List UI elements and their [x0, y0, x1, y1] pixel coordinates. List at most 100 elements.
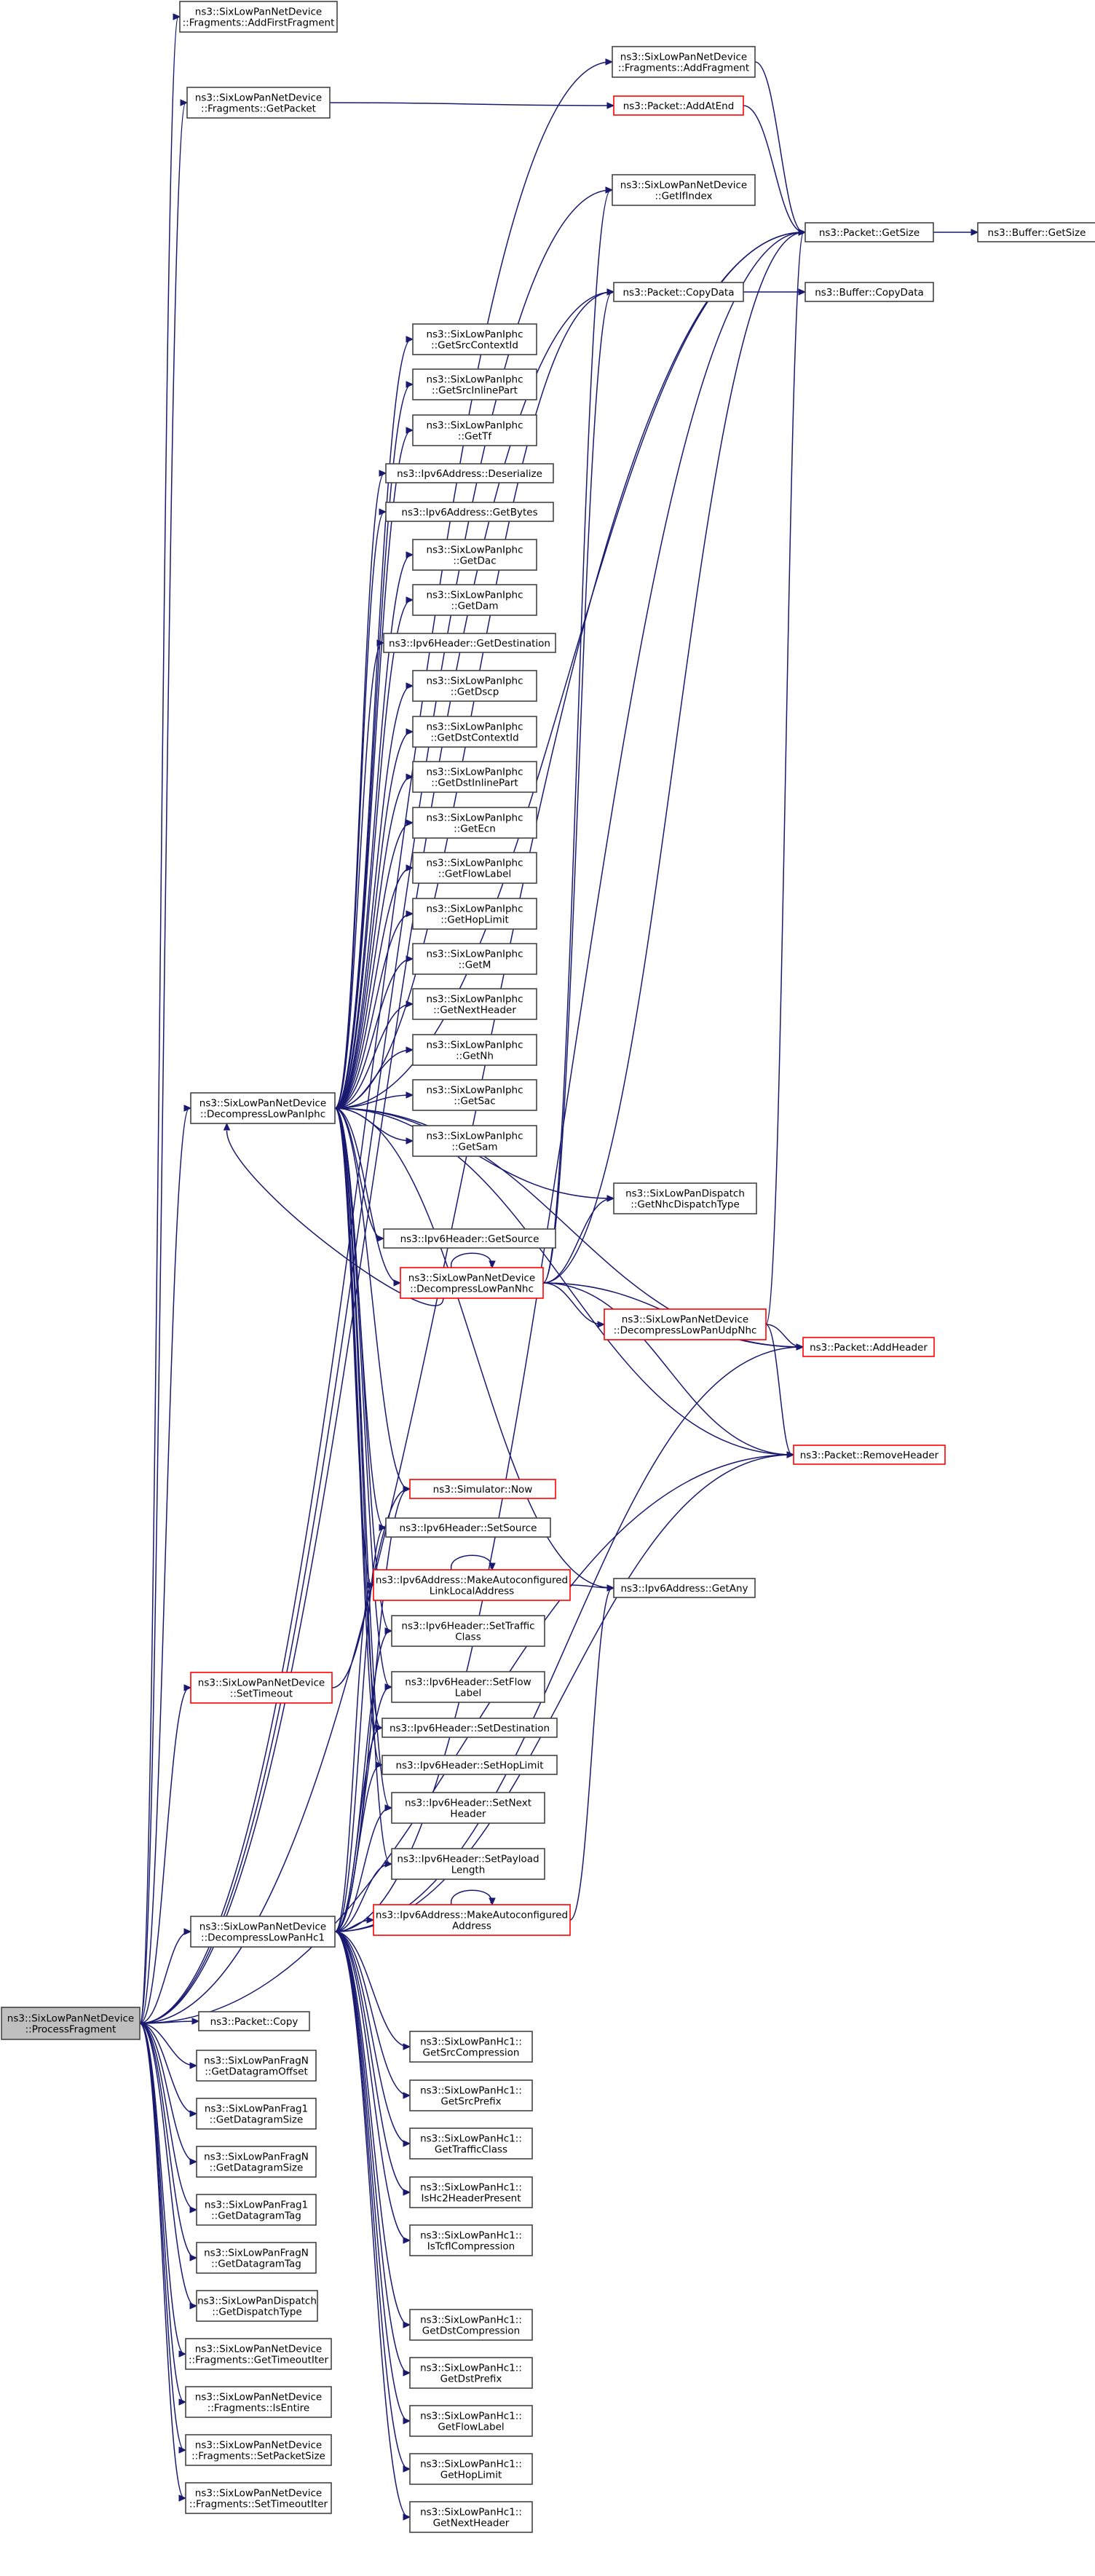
node-get-nhc-dispatch-type[interactable]: ns3::SixLowPanDispatch::GetNhcDispatchTy… — [613, 1182, 757, 1214]
node-box — [412, 368, 537, 400]
node-get-ecn[interactable]: ns3::SixLowPanIphc::GetEcn — [412, 807, 537, 839]
node-get-dscp[interactable]: ns3::SixLowPanIphc::GetDscp — [412, 670, 537, 702]
node-make-auto-addr[interactable]: ns3::Ipv6Address::MakeAutoconfiguredAddr… — [373, 1904, 571, 1936]
node-get-src-prefix[interactable]: ns3::SixLowPanHc1::GetSrcPrefix — [409, 2079, 533, 2111]
node-process-fragment[interactable]: ns3::SixLowPanNetDevice::ProcessFragment — [1, 2007, 141, 2040]
node-decompress-low-pan-nhc[interactable]: ns3::SixLowPanNetDevice::DecompressLowPa… — [400, 1267, 544, 1299]
node-is-hc2-header-present[interactable]: ns3::SixLowPanHc1::IsHc2HeaderPresent — [409, 2176, 533, 2208]
node-packet-get-size[interactable]: ns3::Packet::GetSize — [805, 222, 934, 242]
node-label: ::GetDac — [453, 556, 496, 567]
node-frag1-get-datagram-tag[interactable]: ns3::SixLowPanFrag1::GetDatagramTag — [196, 2194, 317, 2226]
node-hc1-get-flow-label[interactable]: ns3::SixLowPanHc1::GetFlowLabel — [409, 2405, 533, 2437]
node-hdr-get-destination[interactable]: ns3::Ipv6Header::GetDestination — [383, 633, 556, 653]
edge-decompress-low-pan-hc1-to-set-payload-length — [334, 1863, 391, 1932]
node-is-tcfl-compression[interactable]: ns3::SixLowPanHc1::IsTcflCompression — [409, 2224, 533, 2256]
node-add-fragment[interactable]: ns3::SixLowPanNetDevice::Fragments::AddF… — [612, 46, 756, 78]
node-get-dst-prefix[interactable]: ns3::SixLowPanHc1::GetDstPrefix — [409, 2357, 533, 2389]
node-buffer-copy-data[interactable]: ns3::Buffer::CopyData — [805, 282, 934, 302]
node-set-timeout-iter[interactable]: ns3::SixLowPanNetDevice::Fragments::SetT… — [185, 2482, 332, 2514]
node-get-src-compression[interactable]: ns3::SixLowPanHc1::GetSrcCompression — [409, 2031, 533, 2063]
node-set-timeout[interactable]: ns3::SixLowPanNetDevice::SetTimeout — [190, 1672, 333, 1704]
node-label: IsTcflCompression — [427, 2241, 515, 2253]
node-make-link-local[interactable]: ns3::Ipv6Address::MakeAutoconfiguredLink… — [373, 1569, 571, 1601]
node-frag-nget-datagram-offset[interactable]: ns3::SixLowPanFragN::GetDatagramOffset — [196, 2050, 317, 2082]
node-get-if-index[interactable]: ns3::SixLowPanNetDevice::GetIfIndex — [612, 174, 756, 206]
node-set-packet-size[interactable]: ns3::SixLowPanNetDevice::Fragments::SetP… — [185, 2434, 332, 2466]
node-frag-nget-datagram-size[interactable]: ns3::SixLowPanFragN::GetDatagramSize — [196, 2146, 317, 2178]
node-hc1-get-hop-limit[interactable]: ns3::SixLowPanHc1::GetHopLimit — [409, 2453, 533, 2485]
node-label: ns3::SixLowPanIphc — [426, 374, 523, 386]
edge-decompress-low-pan-iphc-to-decompress-low-pan-nhc-arrowhead — [393, 1279, 402, 1287]
node-frag-nget-datagram-tag[interactable]: ns3::SixLowPanFragN::GetDatagramTag — [196, 2242, 317, 2274]
node-box — [409, 1479, 556, 1499]
node-decompress-low-pan-iphc[interactable]: ns3::SixLowPanNetDevice::DecompressLowPa… — [190, 1092, 336, 1124]
node-packet-copy[interactable]: ns3::Packet::Copy — [198, 2011, 310, 2031]
node-get-any[interactable]: ns3::Ipv6Address::GetAny — [613, 1578, 756, 1598]
node-get-dam[interactable]: ns3::SixLowPanIphc::GetDam — [412, 584, 537, 616]
node-decompress-low-pan-hc1[interactable]: ns3::SixLowPanNetDevice::DecompressLowPa… — [190, 1916, 336, 1948]
edge-decompress-low-pan-iphc-to-get-dam — [334, 599, 412, 1109]
node-get-m[interactable]: ns3::SixLowPanIphc::GetM — [412, 943, 537, 975]
node-iphc-get-next-header[interactable]: ns3::SixLowPanIphc::GetNextHeader — [412, 988, 537, 1020]
node-iphc-get-hop-limit[interactable]: ns3::SixLowPanIphc::GetHopLimit — [412, 898, 537, 930]
node-iphc-get-flow-label[interactable]: ns3::SixLowPanIphc::GetFlowLabel — [412, 852, 537, 884]
node-frag-get-packet[interactable]: ns3::SixLowPanNetDevice::Fragments::GetP… — [186, 87, 331, 119]
node-get-dst-context-id[interactable]: ns3::SixLowPanIphc::GetDstContextId — [412, 716, 537, 748]
node-packet-copy-data[interactable]: ns3::Packet::CopyData — [613, 282, 744, 302]
node-set-hop-limit[interactable]: ns3::Ipv6Header::SetHopLimit — [382, 1755, 558, 1775]
node-get-timeout-iter[interactable]: ns3::SixLowPanNetDevice::Fragments::GetT… — [185, 2338, 332, 2370]
node-label: IsHc2HeaderPresent — [422, 2193, 521, 2205]
node-box — [179, 1, 338, 33]
node-get-dac[interactable]: ns3::SixLowPanIphc::GetDac — [412, 539, 537, 571]
node-box — [373, 1569, 571, 1601]
node-deserialize[interactable]: ns3::Ipv6Address::Deserialize — [385, 463, 554, 483]
edge-decompress-low-pan-hc1-to-set-destination — [334, 1727, 382, 1932]
node-is-entire[interactable]: ns3::SixLowPanNetDevice::Fragments::IsEn… — [185, 2386, 332, 2418]
edge-process-fragment-to-frag1-get-datagram-size — [139, 2023, 196, 2114]
node-label: ::GetNh — [456, 1051, 494, 1062]
edge-decompress-low-pan-udp-nhc-to-remove-header — [765, 1324, 793, 1455]
edge-decompress-low-pan-hc1-to-set-traffic-class — [334, 1630, 391, 1932]
node-get-traffic-class[interactable]: ns3::SixLowPanHc1::GetTrafficClass — [409, 2127, 533, 2160]
node-remove-header[interactable]: ns3::Packet::RemoveHeader — [793, 1445, 946, 1465]
node-set-destination[interactable]: ns3::Ipv6Header::SetDestination — [382, 1718, 558, 1738]
node-get-dst-compression[interactable]: ns3::SixLowPanHc1::GetDstCompression — [409, 2309, 533, 2341]
edge-decompress-low-pan-iphc-to-hdr-get-destination-arrowhead — [376, 639, 385, 647]
edge-decompress-low-pan-hc1-to-get-dst-prefix-arrowhead — [403, 2369, 411, 2377]
node-hdr-get-source[interactable]: ns3::Ipv6Header::GetSource — [383, 1228, 556, 1249]
node-label: ::GetDatagramTag — [211, 2210, 301, 2222]
node-box — [409, 2309, 533, 2341]
node-add-header[interactable]: ns3::Packet::AddHeader — [802, 1337, 935, 1357]
node-buffer-get-size[interactable]: ns3::Buffer::GetSize — [977, 222, 1095, 242]
node-label: ns3::SixLowPanIphc — [426, 420, 523, 432]
node-get-sam[interactable]: ns3::SixLowPanIphc::GetSam — [412, 1125, 537, 1157]
node-get-tf[interactable]: ns3::SixLowPanIphc::GetTf — [412, 414, 537, 446]
node-hc1-get-next-header[interactable]: ns3::SixLowPanHc1::GetNextHeader — [409, 2501, 533, 2533]
node-label: ::Fragments::GetTimeoutIter — [189, 2355, 328, 2366]
node-get-src-context-id[interactable]: ns3::SixLowPanIphc::GetSrcContextId — [412, 323, 537, 355]
node-decompress-low-pan-udp-nhc[interactable]: ns3::SixLowPanNetDevice::DecompressLowPa… — [604, 1308, 767, 1340]
node-get-src-inline-part[interactable]: ns3::SixLowPanIphc::GetSrcInlinePart — [412, 368, 537, 400]
node-get-bytes[interactable]: ns3::Ipv6Address::GetBytes — [385, 502, 554, 522]
node-get-dst-inline-part[interactable]: ns3::SixLowPanIphc::GetDstInlinePart — [412, 761, 537, 793]
node-label: ::Fragments::IsEntire — [207, 2403, 309, 2414]
node-get-sac[interactable]: ns3::SixLowPanIphc::GetSac — [412, 1079, 537, 1111]
node-label: ns3::SixLowPanHc1:: — [420, 2036, 522, 2048]
edge-decompress-low-pan-iphc-to-get-nh-arrowhead — [406, 1046, 414, 1054]
node-get-nh[interactable]: ns3::SixLowPanIphc::GetNh — [412, 1034, 537, 1066]
node-box — [409, 2501, 533, 2533]
node-set-source[interactable]: ns3::Ipv6Header::SetSource — [385, 1517, 551, 1538]
edge-decompress-low-pan-nhc-to-decompress-low-pan-udp-nhc-arrowhead — [597, 1321, 606, 1328]
node-add-first-fragment[interactable]: ns3::SixLowPanNetDevice::Fragments::AddF… — [179, 1, 338, 33]
edge-process-fragment-to-get-timeout-iter-arrowhead — [178, 2350, 187, 2358]
node-get-dispatch-type[interactable]: ns3::SixLowPanDispatch::GetDispatchType — [196, 2290, 318, 2322]
node-add-at-end[interactable]: ns3::Packet::AddAtEnd — [613, 95, 744, 116]
node-label: Address — [452, 1921, 491, 1932]
node-sim-now[interactable]: ns3::Simulator::Now — [409, 1479, 556, 1499]
edge-decompress-low-pan-hc1-to-sim-now-arrowhead — [403, 1485, 411, 1493]
node-frag1-get-datagram-size[interactable]: ns3::SixLowPanFrag1::GetDatagramSize — [196, 2098, 317, 2130]
